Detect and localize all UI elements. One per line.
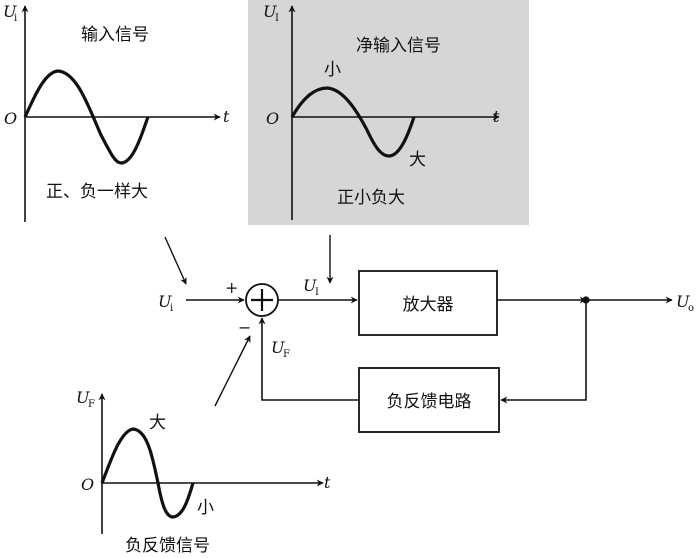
net-plot-caption: 正小负大: [337, 188, 405, 208]
output-signal-symbol: U: [676, 292, 690, 311]
input-plot-title: 输入信号: [81, 25, 149, 45]
amplifier-block: [358, 270, 498, 336]
feedback-return-line: [258, 317, 359, 401]
input-plot-axis-subscript: i: [14, 13, 17, 24]
feedback-signal-symbol: U: [271, 338, 285, 357]
net-plot-wave: [290, 86, 416, 158]
feedback-plot-trough-label: 小: [197, 498, 214, 518]
net-plot-axis-subscript: I: [275, 13, 279, 24]
net-input-signal-plot: U I 净输入信号 小 大 O t 正小负大: [248, 0, 529, 225]
feedback-plot-axis-symbol: U: [76, 388, 90, 407]
amplifier-label: 放大器: [403, 295, 454, 315]
feedback-signal-subscript: F: [283, 349, 290, 360]
input-plot-axis-symbol: U: [3, 2, 17, 21]
net-plot-peak-label: 小: [324, 60, 341, 80]
net-plot-title: 净输入信号: [356, 36, 441, 56]
input-pointer-arrow: [164, 236, 187, 285]
summer-minus-sign: −: [238, 318, 251, 337]
summing-junction: [245, 283, 279, 317]
feedback-sense-line: [500, 300, 587, 404]
feedback-plot-t-label: t: [324, 473, 331, 492]
feedback-plot-caption: 负反馈信号: [125, 536, 210, 556]
input-signal-plot: U i 输入信号 O t 正、负一样大: [3, 2, 230, 222]
net-plot-t-label: t: [493, 107, 500, 126]
net-plot-axis-symbol: U: [263, 2, 277, 21]
feedback-plot-axis-subscript: F: [88, 399, 95, 410]
input-signal-subscript: i: [170, 303, 173, 314]
feedback-plot-peak-label: 大: [149, 413, 166, 433]
output-signal-subscript: o: [688, 303, 694, 314]
net-plot-origin: O: [266, 109, 279, 128]
feedback-plot-wave: [100, 427, 195, 519]
summer-plus-sign: +: [225, 278, 238, 297]
feedback-block-diagram: U i + − U I 放大器 U o 负反馈电路 U F: [158, 270, 694, 433]
feedback-pointer-arrow: [214, 335, 251, 407]
feedback-plot-origin: O: [81, 475, 94, 494]
feedback-signal-plot: U F 大 小 O t 负反馈信号: [76, 388, 331, 556]
input-plot-sine-wave: [23, 69, 150, 165]
input-plot-caption: 正、负一样大: [46, 182, 148, 202]
net-input-symbol: U: [303, 276, 317, 295]
net-plot-trough-label: 大: [409, 150, 426, 170]
input-signal-symbol: U: [158, 292, 172, 311]
net-input-subscript: I: [315, 287, 319, 298]
input-plot-origin: O: [4, 109, 17, 128]
feedback-network-label: 负反馈电路: [387, 392, 472, 412]
input-plot-t-label: t: [223, 107, 230, 126]
